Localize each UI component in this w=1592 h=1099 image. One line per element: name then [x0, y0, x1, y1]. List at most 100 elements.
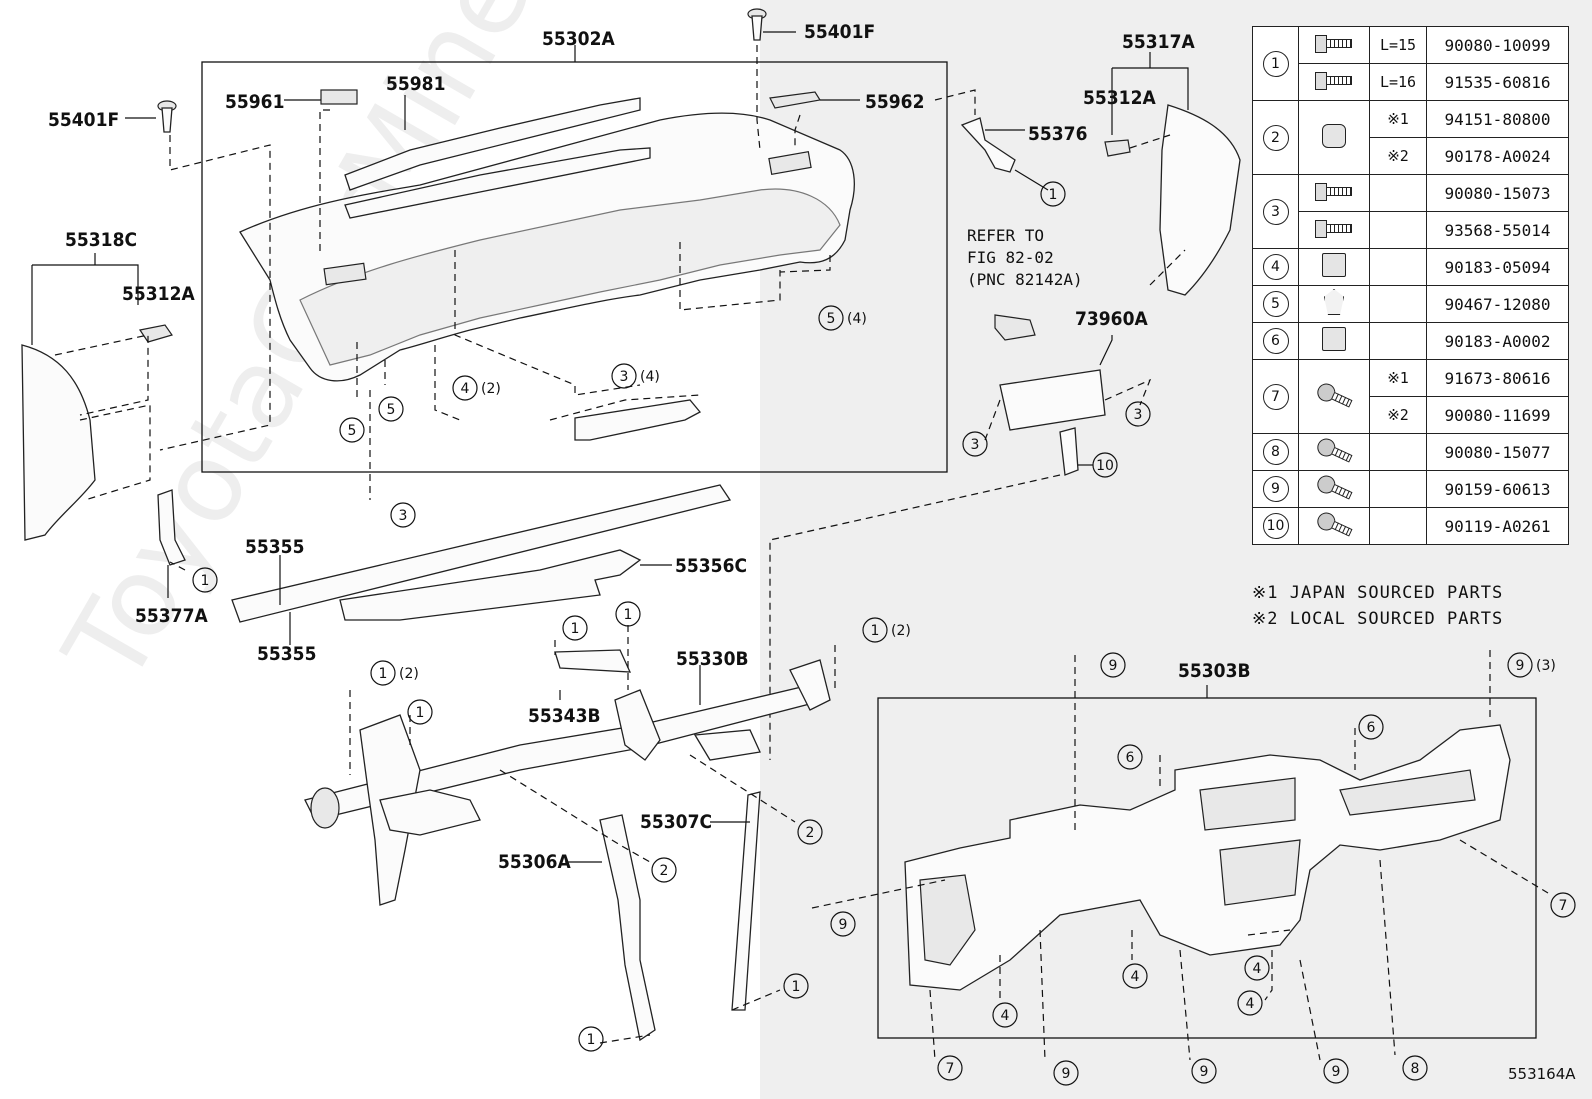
svg-text:7: 7 [1559, 898, 1568, 914]
callout: 9 [830, 911, 856, 937]
fastener-part-number: 90183-A0002 [1426, 322, 1569, 360]
fastener-no-circle: 1 [1262, 50, 1289, 77]
label-55401F-top: 55401F [804, 21, 875, 43]
fastener-note [1369, 211, 1427, 249]
svg-text:10: 10 [1096, 458, 1114, 474]
fastener-part-number: 91673-80616 [1426, 359, 1569, 397]
callout: 1 [783, 973, 809, 999]
label-55962: 55962 [865, 91, 924, 113]
fastener-note [1369, 174, 1427, 212]
callout: 6 [1358, 714, 1384, 740]
fastener-no: 5 [1252, 285, 1299, 323]
callout: 9 [1100, 652, 1126, 678]
fastener-no-circle: 7 [1262, 383, 1289, 410]
svg-text:7: 7 [946, 1061, 955, 1077]
fastener-part-number: 91535-60816 [1426, 63, 1569, 101]
clip-icon [1298, 285, 1370, 323]
refer-note-line1: REFER TO [967, 226, 1044, 245]
callout: 5 [339, 417, 365, 443]
notes: ※1 JAPAN SOURCED PARTS ※2 LOCAL SOURCED … [1252, 580, 1503, 632]
fastener-row: 4 90183-05094 [1252, 248, 1569, 286]
svg-text:4: 4 [1246, 996, 1255, 1012]
svg-text:4: 4 [1131, 969, 1140, 985]
fastener-part-number: 90080-15077 [1426, 433, 1569, 471]
bracket-82142A-shape [994, 314, 1036, 341]
callout: 9 [1323, 1058, 1349, 1084]
fastener-note [1369, 507, 1427, 545]
callout: 4 [1244, 955, 1270, 981]
label-55303B: 55303B [1178, 660, 1251, 682]
callout: 1 [578, 1026, 604, 1052]
fastener-part-number: 90467-12080 [1426, 285, 1569, 323]
svg-text:1: 1 [587, 1032, 596, 1048]
svg-text:1: 1 [201, 573, 210, 589]
callout: 9(3) [1507, 652, 1556, 678]
callout: 3(4) [611, 363, 660, 389]
clip-55312A-left-shape [139, 324, 173, 343]
fastener-no: 2 [1252, 100, 1299, 175]
label-55356C: 55356C [675, 555, 747, 577]
fastener-no: 1 [1252, 26, 1299, 101]
fastener-no-circle: 5 [1262, 291, 1289, 317]
brace-55307C-shape [731, 791, 761, 1011]
svg-text:1: 1 [379, 666, 388, 682]
fastener-note: ※2 [1369, 396, 1427, 434]
fastener-length: L=16 [1369, 63, 1427, 101]
fastener-no: 4 [1252, 248, 1299, 286]
fastener-part-number: 94151-80800 [1426, 100, 1569, 138]
label-55343B: 55343B [528, 705, 601, 727]
label-55307C: 55307C [640, 811, 712, 833]
callout: 1(2) [862, 617, 911, 643]
callout: 6 [1117, 744, 1143, 770]
svg-text:(3): (3) [1536, 658, 1556, 674]
clip-55312A-right-shape [1104, 139, 1131, 157]
panel-55303B-shape [904, 724, 1511, 991]
brace-55306A-shape [599, 814, 656, 1042]
callout: 4 [1237, 990, 1263, 1016]
label-55317A: 55317A [1122, 31, 1195, 53]
fastener-note: ※1 [1369, 359, 1427, 397]
fastener-part-number: 90080-11699 [1426, 396, 1569, 434]
nut-icon [1298, 100, 1370, 175]
screw-icon [1298, 507, 1370, 545]
fastener-note: ※1 [1369, 100, 1427, 138]
panel-55356C-shape [339, 549, 642, 621]
part-55961-shape [320, 89, 358, 105]
callout: 1 [562, 615, 588, 641]
screw-icon [1298, 470, 1370, 508]
clip-nut-icon [1298, 248, 1370, 286]
label-55302A: 55302A [542, 28, 615, 50]
clip-55401F-left-shape [157, 100, 177, 133]
refer-note-line3: (PNC 82142A) [967, 270, 1083, 289]
bracket-55376-shape [960, 117, 1016, 173]
callout: 9 [1191, 1058, 1217, 1084]
svg-text:9: 9 [839, 917, 848, 933]
side-panel-55318C-shape [21, 344, 96, 541]
callout: 9 [1053, 1060, 1079, 1086]
label-55376: 55376 [1028, 123, 1087, 145]
svg-text:9: 9 [1200, 1064, 1209, 1080]
svg-text:5: 5 [348, 423, 357, 439]
svg-text:1: 1 [1049, 187, 1058, 203]
fastener-no-circle: 2 [1262, 124, 1289, 151]
callout: 1 [407, 699, 433, 725]
callout: 5 [378, 396, 404, 422]
fastener-no: 3 [1252, 174, 1299, 249]
note-japan: ※1 JAPAN SOURCED PARTS [1252, 583, 1504, 603]
svg-text:(2): (2) [399, 666, 419, 682]
callout: 4 [992, 1002, 1018, 1028]
callout: 4(2) [452, 375, 501, 401]
fastener-no: 9 [1252, 470, 1299, 508]
part-55962-shape [769, 91, 821, 109]
fastener-part-number: 90183-05094 [1426, 248, 1569, 286]
callout: 2 [797, 819, 823, 845]
svg-text:1: 1 [792, 979, 801, 995]
callout: 8 [1402, 1055, 1428, 1081]
